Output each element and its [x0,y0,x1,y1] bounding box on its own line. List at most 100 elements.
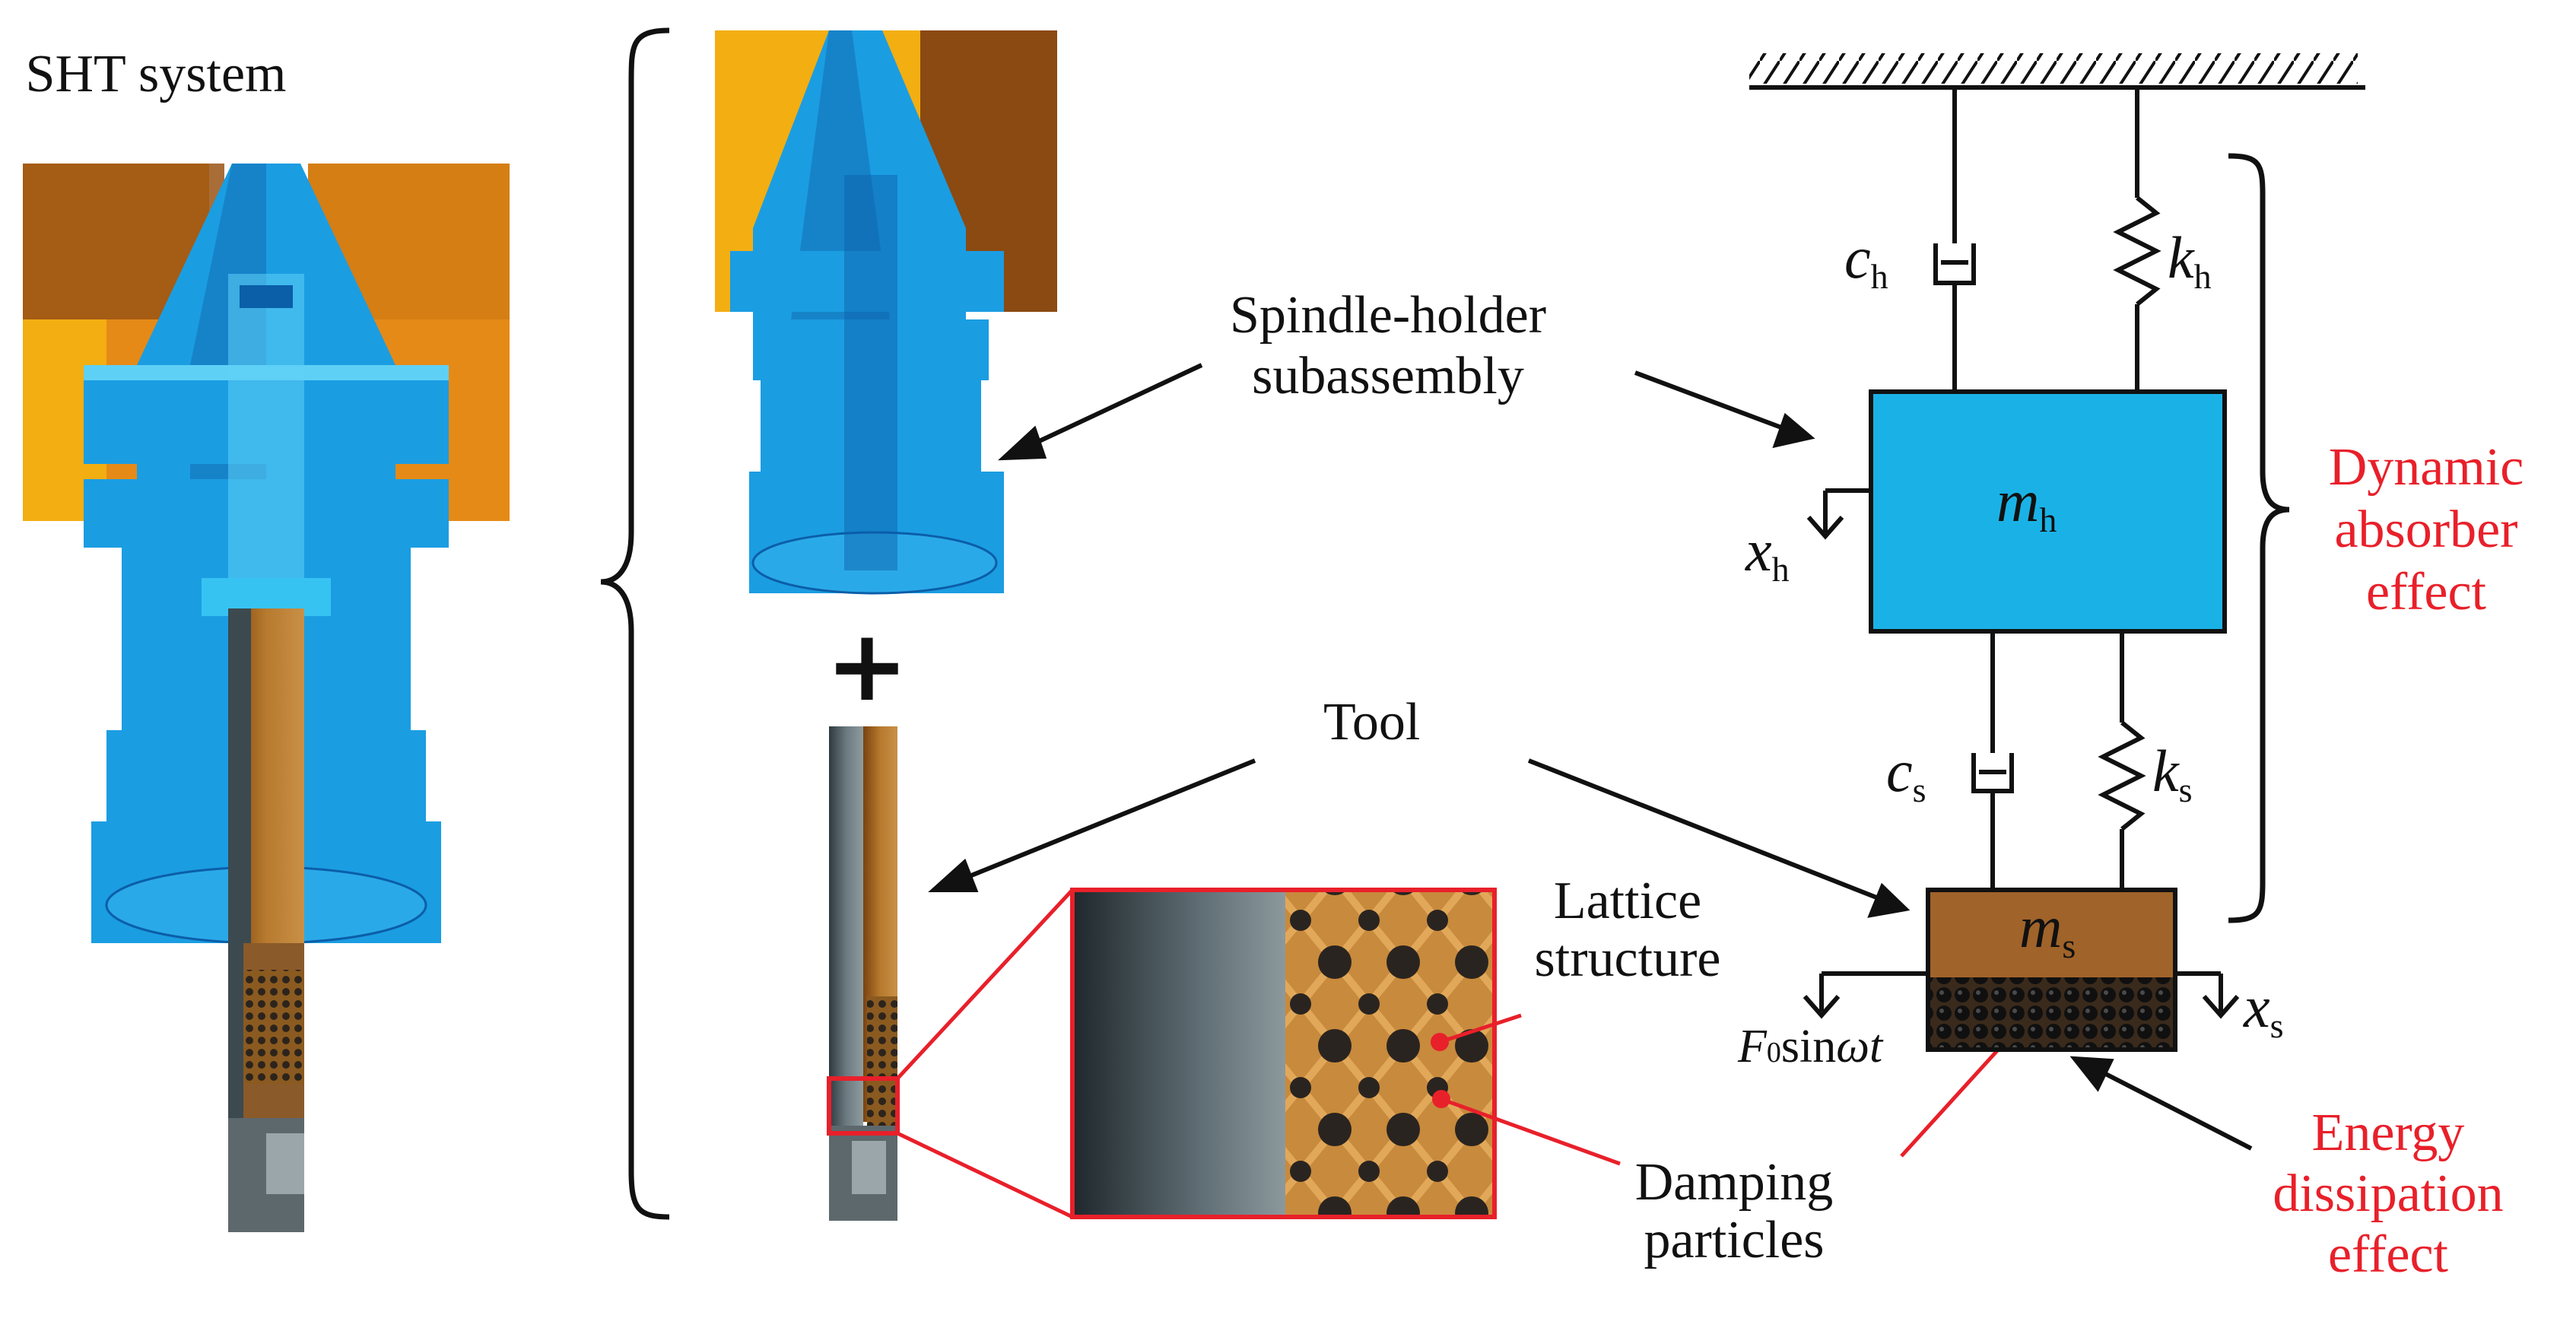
k-h-main: k [2168,224,2194,291]
energy-dissipation-line-2: dissipation [2273,1164,2504,1223]
k-s-main: k [2152,738,2179,804]
zoom-grey [1072,890,1285,1217]
x-h-sub: h [1771,550,1790,589]
c-s-main: c [1886,738,1913,804]
symbol-k-h: kh [2168,228,2212,294]
k-s-sub: s [2178,770,2193,809]
mass-s-particles [1928,977,2175,1050]
dynamic-absorber-line-1: Dynamic [2328,438,2524,497]
holder-bore [228,274,304,593]
spring-h-coil [2113,195,2161,307]
dynamic-model [1749,53,2365,1052]
c-s-sub: s [1912,770,1926,809]
housing-top-shade-r [308,164,510,319]
arrow-tool-right-head [1867,882,1911,918]
sub-collar-1 [730,251,1004,312]
zoom-line-bottom [896,1131,1074,1219]
sub-bore [844,175,897,570]
sub-base-ring [751,531,998,595]
arrow-holder-right-head [1772,412,1815,449]
energy-dissipation-label: Energy dissipation effect [2251,1107,2525,1282]
zoom-lattice [1285,890,1494,1217]
sub-collar-2 [753,319,989,380]
arrow-energy-head [2069,1056,2114,1092]
arrows [928,363,2253,1151]
dynamic-absorber-label: Dynamic absorber effect [2289,441,2563,619]
force-sin: sin [1780,1021,1837,1072]
tool-label: Tool [1323,693,1421,751]
arrow-tool-right [1527,758,1888,904]
damping-dot [1432,1090,1450,1108]
symbol-force: F0sinωt [1738,1023,1882,1070]
symbol-x-s: xs [2244,974,2284,1044]
spindle-holder-label: Spindle-holder subassembly [1160,289,1616,403]
sht-system-section [23,164,510,1232]
zoom-source-box [827,1076,900,1136]
symbol-k-s: ks [2152,742,2193,808]
lattice-leader [1439,1013,1522,1044]
c-h-main: c [1844,224,1871,291]
spindle-holder-line-2: subassembly [1252,347,1524,405]
dynamic-absorber-line-2: absorber [2334,500,2518,559]
zoom-frame [1070,888,1497,1219]
symbol-m-h: mh [1996,472,2057,538]
zoom-line-top [896,888,1074,1080]
tool-lattice-section [243,970,304,1084]
damping-leader [1440,1097,1621,1166]
arrow-energy [2094,1066,2253,1151]
lattice-label: Lattice structure [1491,875,1764,986]
dynamic-absorber-line-3: effect [2365,563,2486,621]
symbol-m-s: ms [2019,898,2076,964]
damping-label: Damping particles [1612,1156,1856,1267]
c-h-sub: h [1870,257,1888,296]
zoom-detail [1070,888,1497,1219]
energy-dissipation-line-1: Energy [2311,1104,2465,1162]
spring-s-coil [2098,720,2146,831]
force-sub: 0 [1766,1037,1781,1069]
plus-symbol: + [826,608,909,723]
lattice-dot [1431,1033,1449,1051]
arrow-holder-left [1021,363,1203,451]
sub-holder-taper-shade [791,30,890,319]
x-s-sub: s [2269,1006,2284,1045]
x-s-main: x [2244,974,2270,1040]
lattice-line-2: structure [1534,929,1721,988]
x-s-head [2202,995,2240,1019]
left-brace [600,27,670,1220]
arrow-holder-right [1634,370,1789,432]
m-s-sub: s [2062,926,2076,965]
arrow-tool-left [953,758,1256,885]
tool-section [827,726,900,1221]
arrow-tool-left-head [928,858,979,892]
right-brace [2228,153,2290,923]
holder-bore-mark [240,285,293,308]
mass-h [1869,389,2227,634]
symbol-c-s: cs [1886,742,1926,808]
m-h-sub: h [2039,500,2057,539]
tool-tip-insert-mid [852,1141,886,1194]
force-f: F [1738,1021,1767,1072]
k-h-sub: h [2193,257,2212,296]
m-s-main: m [2019,894,2063,960]
tool-tip-insert [266,1133,304,1194]
ground-hatch [1749,53,2358,84]
force-omega-t: ωt [1836,1021,1883,1072]
damping-line-2: particles [1644,1211,1825,1269]
lattice-line-1: Lattice [1553,872,1702,930]
mass-s-frame [1926,888,2177,1052]
tool-lattice-strip [867,996,897,1126]
sub-collar-3 [761,380,981,472]
force-head [1803,995,1841,1019]
spindle-holder-line-1: Spindle-holder [1229,286,1547,345]
m-h-main: m [1996,468,2040,534]
symbol-c-h: ch [1844,228,1888,294]
x-h-head [1806,516,1844,540]
arrow-holder-left-head [998,425,1047,461]
damping-line-1: Damping [1634,1153,1834,1212]
x-h-main: x [1745,517,1772,583]
holder-subassembly-section [715,30,1057,595]
sht-system-title: SHT system [26,45,287,103]
energy-dissipation-line-3: effect [2327,1225,2448,1284]
housing-top-shade [23,164,224,319]
